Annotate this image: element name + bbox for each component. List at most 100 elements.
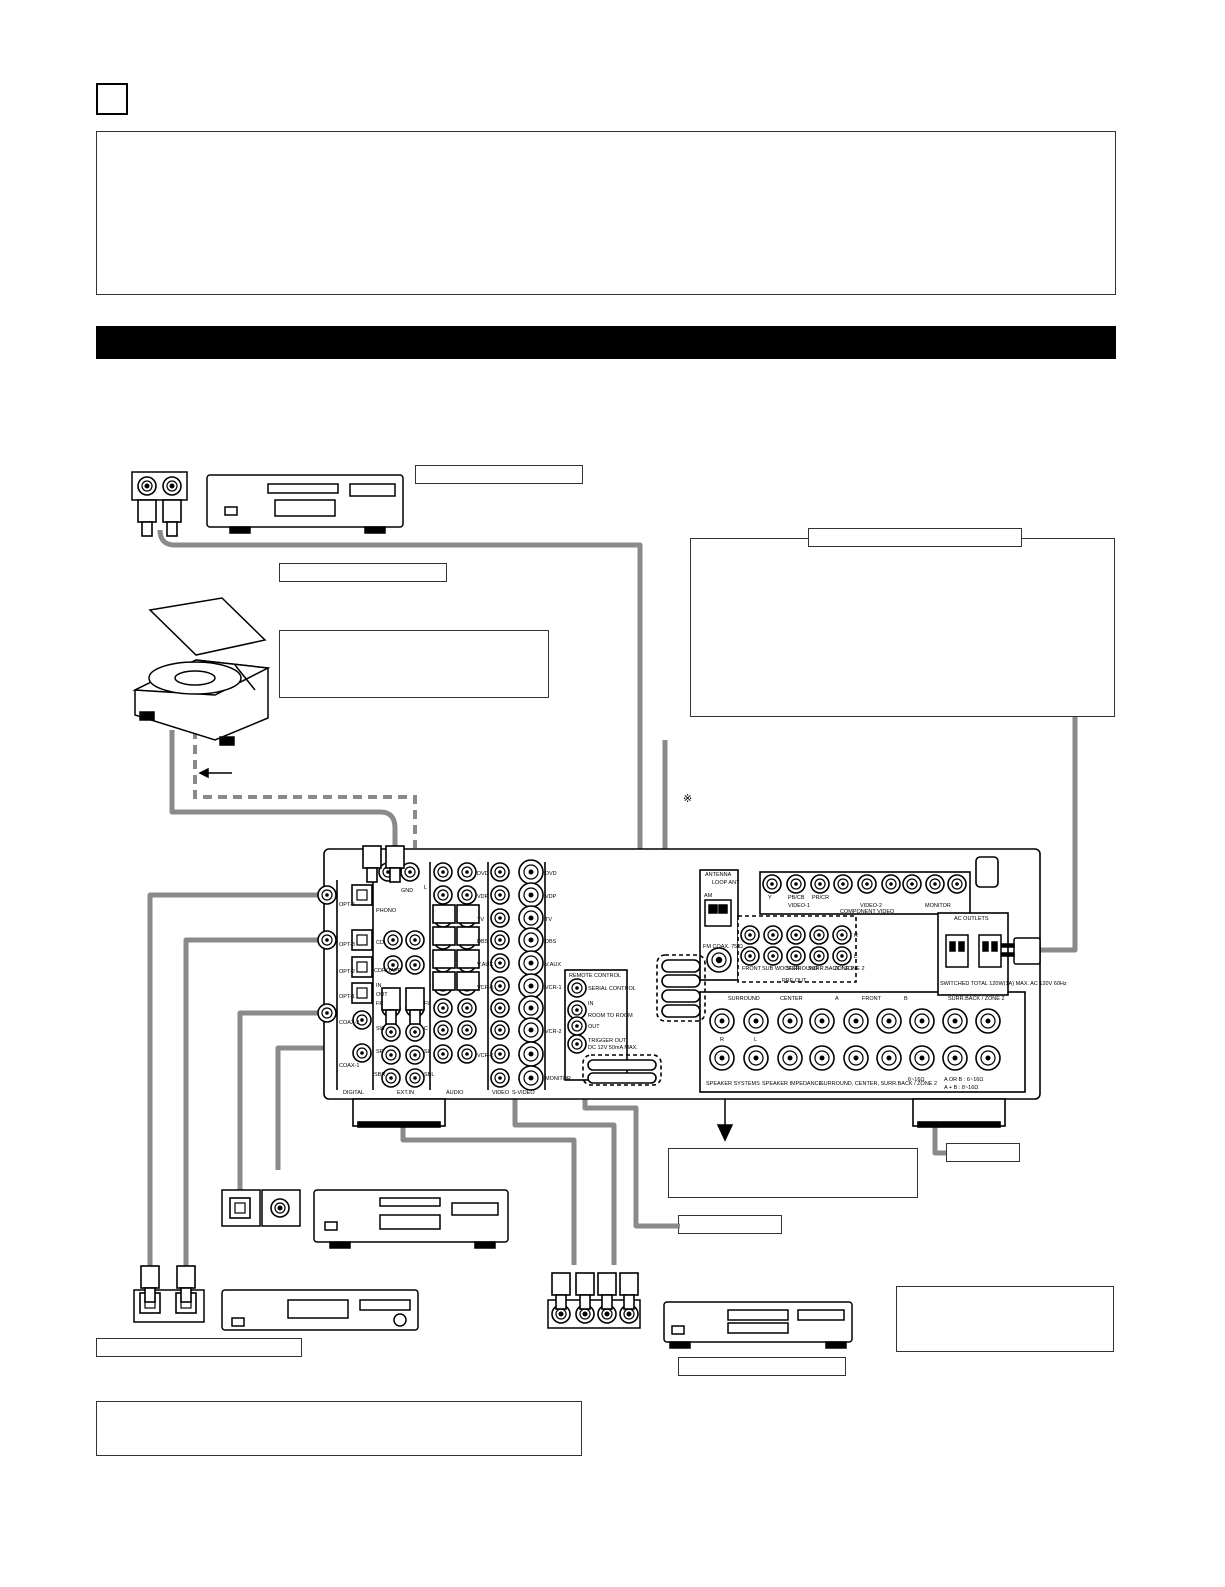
spk-impedance-ab-label: A OR B : 6~16Ω xyxy=(944,1077,983,1083)
cv-y-label-1: Y xyxy=(768,895,772,901)
ext-sw-label: SW xyxy=(376,1026,386,1032)
cv-pb-label-1: PB/CB xyxy=(788,895,805,901)
trigger-spec-label: DC 12V 50mA MAX. xyxy=(588,1045,638,1051)
audio-vcr1-label: VCR-1 xyxy=(477,985,494,991)
spk-r-label: R xyxy=(720,1037,724,1043)
audio-group-label: AUDIO xyxy=(446,1090,464,1096)
pre-out-r-label: R xyxy=(854,933,858,939)
video-group-label: VIDEO xyxy=(492,1090,510,1096)
spk-ohm-label: 6~16Ω xyxy=(908,1077,925,1083)
pre-out-sw-label: SUB WOOFER xyxy=(762,966,800,972)
tape-in-label: IN xyxy=(376,983,382,989)
gnd-label: GND xyxy=(401,888,413,894)
remote-out-label: OUT xyxy=(588,1024,600,1030)
cv-pr-label-1: PR/CR xyxy=(812,895,829,901)
spk-front-label: FRONT xyxy=(862,996,882,1002)
coax-2-label: COAX-2 xyxy=(339,1020,359,1026)
spk-center-label: CENTER xyxy=(780,996,803,1002)
cd-player xyxy=(131,471,404,537)
bottom-note-box xyxy=(96,1401,582,1456)
section-title-bar xyxy=(96,326,1116,359)
ac-outlets-title: AC OUTLETS xyxy=(954,916,989,922)
intro-note-box xyxy=(96,131,1116,295)
audio-dbs-label: DBS xyxy=(477,939,489,945)
ext-c-label: C xyxy=(424,1026,428,1032)
ext-sbr-label: SBR xyxy=(374,1072,385,1078)
loop-ant-label: LOOP ANT xyxy=(712,880,740,886)
pre-out-zone2-label: ZONE 2 xyxy=(834,966,854,972)
ext-sr-label: SR xyxy=(376,1049,384,1055)
audio-vaux-label: V.AUX xyxy=(477,962,493,968)
connection-note-box xyxy=(690,538,1115,717)
opt-1-label: OPT-1 xyxy=(339,994,355,1000)
spk-b-label: B xyxy=(904,996,908,1002)
opt-3-label: OPT-3 xyxy=(339,942,355,948)
svideo-vcr2-label: VCR-2 xyxy=(545,1029,562,1035)
spk-surround-label: SURROUND xyxy=(728,996,760,1002)
cv-video2-label: VIDEO-2 xyxy=(860,903,882,909)
svideo-monitor-label: MONITOR xyxy=(545,1076,571,1082)
fm-label: FM COAX. 75 Ω xyxy=(703,944,743,950)
remote-note-box xyxy=(668,1148,918,1198)
turntable xyxy=(132,597,271,746)
cd-player-digital xyxy=(221,1189,509,1249)
opt-2-label: OPT-2 xyxy=(339,969,355,975)
svideo-group-label: S-VIDEO xyxy=(512,1090,535,1096)
tape-out-label: OUT xyxy=(376,992,388,998)
ac-outlet-sockets xyxy=(945,934,1041,968)
md-recorder-label xyxy=(96,1338,302,1357)
cdr-tape-label: CDR/TAPE xyxy=(374,968,402,974)
remote-jacks xyxy=(567,978,587,1054)
audio-vcr2-label: VCR-2 xyxy=(477,1053,494,1059)
audio-vdp-label: VDP xyxy=(477,894,489,900)
audio-dvd-label: DVD xyxy=(477,871,489,877)
trigger-out-label: TRIGGER OUT xyxy=(588,1038,627,1044)
tape-deck xyxy=(547,1272,853,1349)
pre-out-l-label: L xyxy=(854,954,857,960)
phono-label: PHONO xyxy=(376,908,397,914)
component-video-jacks xyxy=(762,874,967,894)
reference-mark-icon: ※ xyxy=(683,793,692,805)
ground-wire xyxy=(193,730,417,848)
opt-4-label: OPT-4 xyxy=(339,902,355,908)
md-recorder xyxy=(133,1265,419,1331)
spk-impedance-label: SPEAKER IMPEDANCE xyxy=(762,1081,823,1087)
spk-sb-label: SURR.BACK / ZONE 2 xyxy=(948,996,1005,1002)
spk-systems-label: SPEAKER SYSTEMS xyxy=(706,1081,760,1087)
room-to-room-label: ROOM TO ROOM xyxy=(588,1013,633,1019)
remote-in-label: IN xyxy=(588,1001,594,1007)
component-video-title: COMPONENT VIDEO xyxy=(840,909,895,915)
ext-in-group-label: EXT.IN xyxy=(397,1090,414,1096)
svideo-dvd-label: DVD xyxy=(545,871,557,877)
ext-fr-label: FR xyxy=(376,1001,383,1007)
turntable-label xyxy=(279,563,447,582)
phono-l-label: L xyxy=(424,885,427,891)
cd-player-label xyxy=(415,465,583,484)
pre-out-surround-label: SURROUND xyxy=(786,966,818,972)
audio-tv-label: TV xyxy=(477,917,484,923)
antenna-title: ANTENNA xyxy=(705,872,732,878)
ext-sbl-label: SBL xyxy=(424,1072,434,1078)
pre-out-front-label: FRONT xyxy=(742,966,762,972)
svideo-vcr1-label: VCR-1 xyxy=(545,985,562,991)
ext-sl-label: SL xyxy=(424,1049,431,1055)
cv-video1-label: VIDEO-1 xyxy=(788,903,810,909)
cv-monitor-label: MONITOR xyxy=(925,903,951,909)
antenna-terminals xyxy=(704,899,732,973)
svideo-vdp-label: VDP xyxy=(545,894,557,900)
spk-a-label: A xyxy=(835,996,839,1002)
spk-l-label: L xyxy=(754,1037,757,1043)
section-checkbox xyxy=(96,83,128,115)
serial-control-label: SERIAL CONTROL xyxy=(588,986,636,992)
tape-deck-label xyxy=(678,1357,846,1376)
spk-surround-center-label: SURROUND, CENTER, SURR.BACK / ZONE 2 xyxy=(820,1081,937,1087)
ac-outlets-note: SWITCHED TOTAL 120W(1A) MAX. AC 120V 60H… xyxy=(940,981,1067,987)
svideo-vaux-label: V.AUX xyxy=(545,962,561,968)
am-label: AM xyxy=(704,893,713,899)
svideo-tv-label: TV xyxy=(545,917,552,923)
ext-fl-label: FL xyxy=(424,1001,430,1007)
spk-impedance-a-plus-b-label: A + B : 8~16Ω xyxy=(944,1085,978,1091)
pre-out-sb-label: SURR.BACK / ZONE 2 xyxy=(808,966,865,972)
svideo-dbs-label: DBS xyxy=(545,939,557,945)
